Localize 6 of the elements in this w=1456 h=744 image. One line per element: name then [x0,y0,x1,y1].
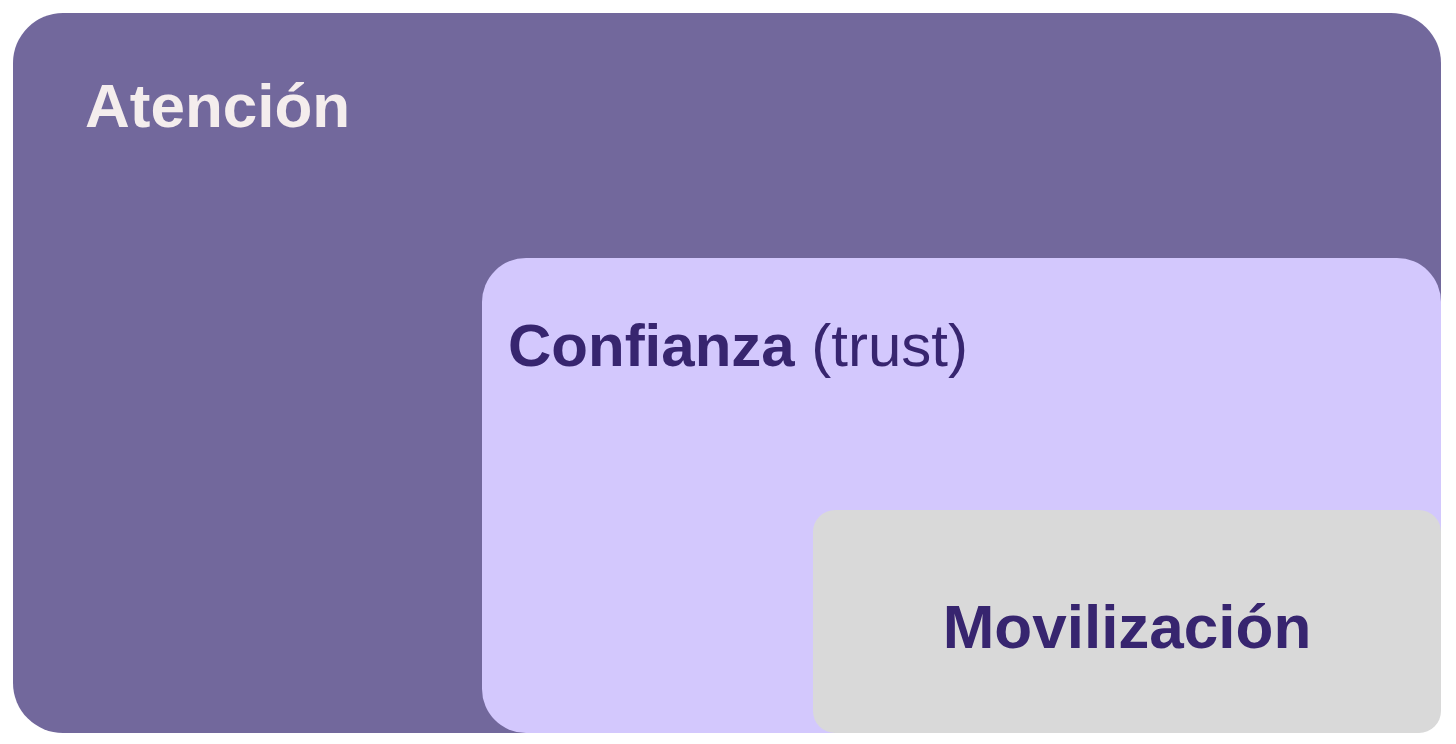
middle-panel [482,258,1441,733]
outer-panel [13,13,1441,733]
panel-title: Confianza (trust) [508,316,969,376]
panel-title: Atención [85,75,352,137]
inner-panel [813,510,1441,733]
panel-title: Movilización [942,596,1312,658]
